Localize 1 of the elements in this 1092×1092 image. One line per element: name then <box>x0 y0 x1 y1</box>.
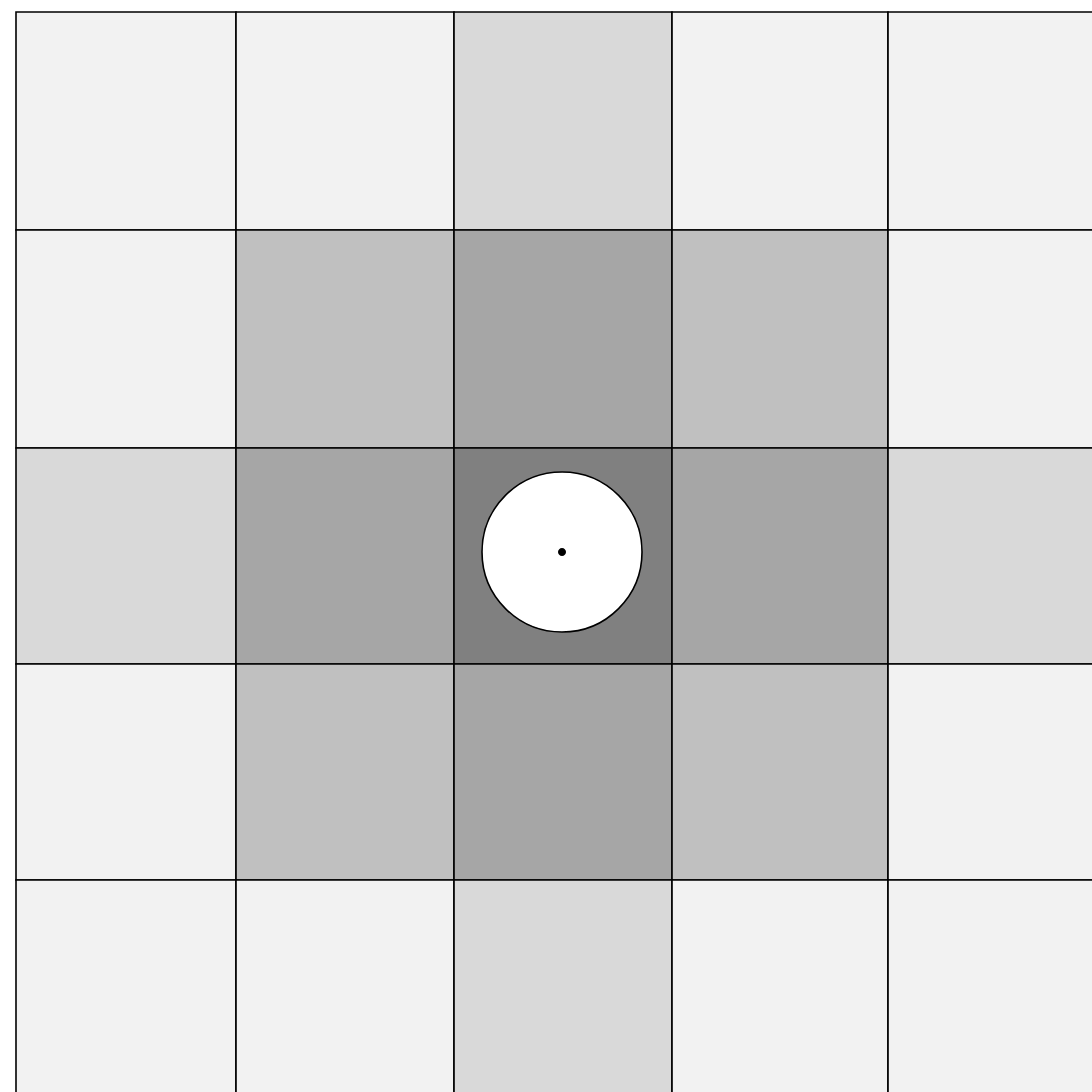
target-circle <box>481 471 643 633</box>
